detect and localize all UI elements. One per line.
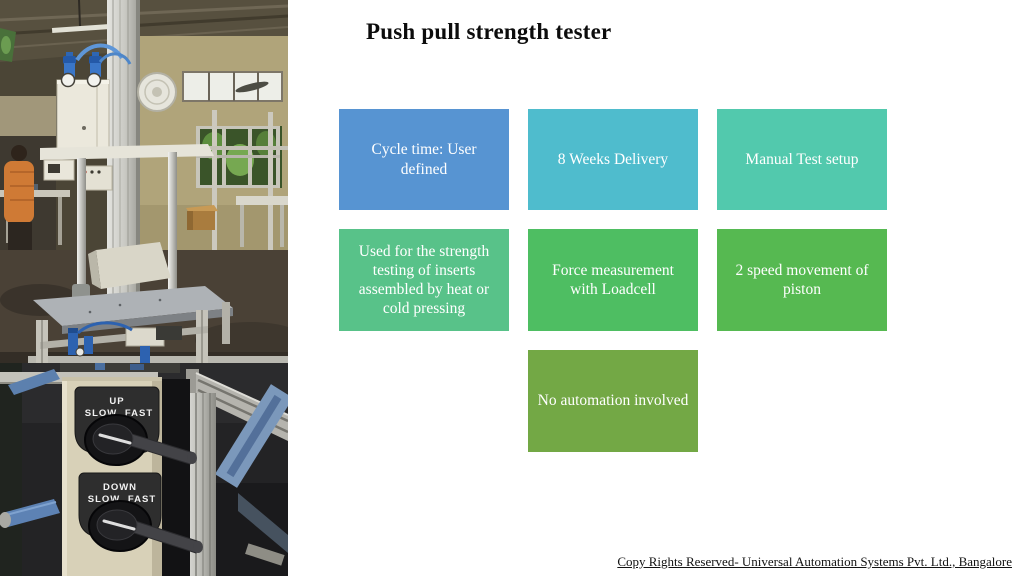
copyright-link[interactable]: Copy Rights Reserved- Universal Automati… — [617, 554, 1012, 569]
page-title: Push pull strength tester — [366, 19, 612, 45]
feature-box-cycle-time: Cycle time: User defined — [339, 109, 509, 210]
feature-box-manual-setup: Manual Test setup — [717, 109, 887, 210]
feature-box-two-speed: 2 speed movement of piston — [717, 229, 887, 331]
down-speed-knob: DOWN SLOW FAST — [78, 472, 203, 554]
cooling-fan — [137, 72, 177, 112]
control-knobs-photo: UP SLOW FAST DOWN SLOW FAST — [0, 363, 288, 576]
feature-box-usage: Used for the strength testing of inserts… — [339, 229, 509, 331]
fixture-plate — [88, 242, 171, 289]
feature-box-no-automation: No automation involved — [528, 350, 698, 452]
control-cabinet — [56, 79, 110, 152]
up-fast-label: FAST — [125, 408, 153, 419]
blue-cylinder — [0, 499, 60, 528]
up-label: UP — [109, 396, 124, 407]
down-fast-label: FAST — [128, 494, 156, 505]
pneumatic-unit — [68, 321, 182, 363]
feature-box-delivery: 8 Weeks Delivery — [528, 109, 698, 210]
ceiling-fan-silhouette — [235, 81, 269, 93]
cardboard-box — [186, 205, 218, 230]
down-label: DOWN — [103, 482, 137, 493]
feature-grid: Cycle time: User defined 8 Weeks Deliver… — [339, 109, 887, 452]
machine-photo — [0, 0, 288, 363]
up-speed-knob: UP SLOW FAST — [74, 386, 197, 466]
window-strip — [182, 71, 283, 102]
person — [4, 145, 34, 255]
up-slow-label: SLOW — [85, 408, 118, 419]
feature-box-loadcell: Force measurement with Loadcell — [528, 229, 698, 331]
blue-tube-right — [214, 384, 288, 566]
pressure-regulators — [60, 43, 132, 88]
down-slow-label: SLOW — [88, 494, 121, 505]
